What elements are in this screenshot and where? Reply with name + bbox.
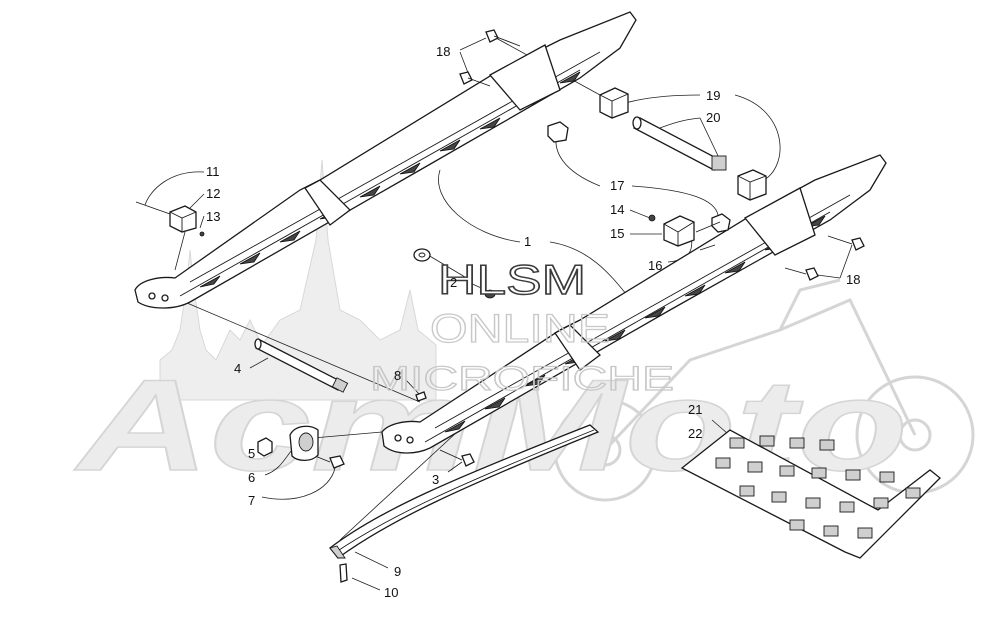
track-clips (680, 429, 941, 559)
bolt-group (314, 29, 865, 469)
callout-4: 4 (234, 361, 241, 376)
callout-17: 17 (610, 178, 624, 193)
nut (257, 437, 273, 457)
callout-12: 12 (206, 186, 220, 201)
bushing (547, 121, 731, 233)
watermark-subtitle: ONLINE (430, 307, 610, 351)
stopper-block-left (135, 201, 205, 237)
callout-18-right: 18 (846, 272, 860, 287)
callout-3: 3 (432, 472, 439, 487)
callout-6: 6 (248, 470, 255, 485)
slide-rail-rear (134, 11, 637, 309)
slide-rail-front (381, 154, 887, 454)
axle-spacer-left (599, 87, 629, 119)
callout-19: 19 (706, 88, 720, 103)
callout-1: 1 (524, 234, 531, 249)
watermark-title: HLSM (438, 256, 586, 303)
callout-18-top: 18 (436, 44, 450, 59)
callout-labels: 1 2 3 4 5 6 7 8 9 10 11 12 13 14 15 16 1… (206, 44, 860, 600)
callout-14: 14 (610, 202, 624, 217)
callout-10: 10 (384, 585, 398, 600)
callout-21: 21 (688, 402, 702, 417)
stopper-block-right (648, 214, 721, 247)
rear-axle (632, 116, 727, 171)
wheel-bumper (289, 425, 319, 462)
callout-9: 9 (394, 564, 401, 579)
callout-20: 20 (706, 110, 720, 125)
axle-spacer-right (737, 169, 767, 201)
callout-22: 22 (688, 426, 702, 441)
callout-11: 11 (206, 164, 220, 179)
wear-strip (329, 424, 600, 583)
callout-5: 5 (248, 446, 255, 461)
callout-8: 8 (394, 368, 401, 383)
callout-2: 2 (450, 275, 457, 290)
callout-7: 7 (248, 493, 255, 508)
callout-15: 15 (610, 226, 624, 241)
clip (415, 391, 427, 402)
callout-13: 13 (206, 209, 220, 224)
washer (413, 248, 496, 299)
watermark-caption: MICROFICHE (370, 360, 674, 398)
callout-16: 16 (648, 258, 662, 273)
cross-shaft (254, 338, 349, 393)
